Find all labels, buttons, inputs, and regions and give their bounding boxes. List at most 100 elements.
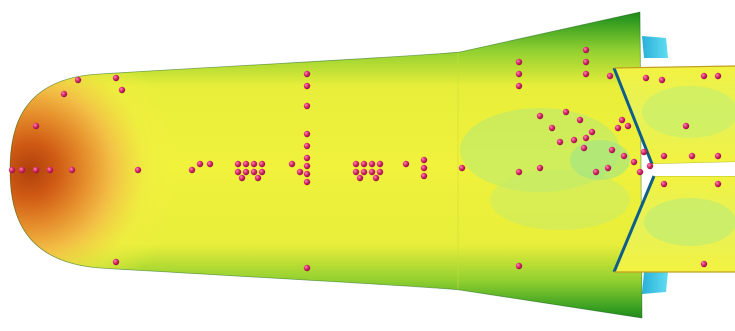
sensor-marker xyxy=(660,152,668,160)
sensor-marker xyxy=(68,166,76,174)
sensor-marker xyxy=(303,170,311,178)
sensor-marker xyxy=(376,168,384,176)
sensor-marker xyxy=(624,122,632,130)
sensor-marker xyxy=(614,124,622,132)
sensor-marker xyxy=(420,172,428,180)
sensor-marker xyxy=(588,128,596,136)
sensor-marker xyxy=(242,168,250,176)
sensor-marker xyxy=(658,76,666,84)
sensor-marker xyxy=(303,264,311,272)
sensor-marker xyxy=(112,74,120,82)
sensor-marker xyxy=(630,158,638,166)
sensor-marker xyxy=(118,86,126,94)
sensor-marker xyxy=(714,152,722,160)
sensor-marker xyxy=(352,168,360,176)
upper-flap xyxy=(612,65,735,165)
sensor-marker xyxy=(303,130,311,138)
sensor-marker xyxy=(303,142,311,150)
sensor-marker xyxy=(618,116,626,124)
sensor-marker xyxy=(134,166,142,174)
sensor-marker xyxy=(700,72,708,80)
sensor-marker xyxy=(368,160,376,168)
sensor-marker xyxy=(112,258,120,266)
sensor-marker xyxy=(582,134,590,142)
sensor-marker xyxy=(608,146,616,154)
sensor-marker xyxy=(458,164,466,172)
sensor-marker xyxy=(420,156,428,164)
sensor-marker xyxy=(592,168,600,176)
sensor-marker xyxy=(376,160,384,168)
sensor-marker xyxy=(303,82,311,90)
sensor-marker xyxy=(515,168,523,176)
sensor-marker xyxy=(250,168,258,176)
sensor-marker xyxy=(604,164,612,172)
sensor-marker xyxy=(402,160,410,168)
sensor-marker xyxy=(206,160,214,168)
sensor-marker xyxy=(640,148,648,156)
sensor-marker xyxy=(660,180,668,188)
sensor-marker xyxy=(296,168,304,176)
sensor-marker xyxy=(582,58,590,66)
sensor-marker xyxy=(303,178,311,186)
sensor-marker xyxy=(515,70,523,78)
sensor-marker xyxy=(515,262,523,270)
sensor-marker xyxy=(642,74,650,82)
sensor-marker xyxy=(536,164,544,172)
sensor-marker xyxy=(360,160,368,168)
sensor-marker xyxy=(420,164,428,172)
sensor-marker xyxy=(606,72,614,80)
sensor-marker xyxy=(360,168,368,176)
sensor-marker xyxy=(582,70,590,78)
sensor-marker xyxy=(303,154,311,162)
sensor-marker xyxy=(74,76,82,84)
sensor-marker xyxy=(46,166,54,174)
sensor-marker xyxy=(714,180,722,188)
sensor-marker xyxy=(196,160,204,168)
sensor-marker xyxy=(700,260,708,268)
sensor-marker xyxy=(254,174,262,182)
sensor-marker xyxy=(580,144,588,152)
sensor-marker xyxy=(515,82,523,90)
sensor-marker xyxy=(636,168,644,176)
sensor-marker xyxy=(242,160,250,168)
sensor-marker xyxy=(582,46,590,54)
sensor-marker xyxy=(372,174,380,182)
sensor-marker xyxy=(368,168,376,176)
side-tab-bottom xyxy=(642,272,668,294)
sensor-marker xyxy=(556,138,564,146)
sensor-marker xyxy=(238,174,246,182)
sensor-marker xyxy=(570,136,578,144)
sensor-marker xyxy=(356,174,364,182)
sensor-marker xyxy=(714,72,722,80)
sensor-marker xyxy=(536,112,544,120)
sensor-marker xyxy=(258,168,266,176)
sensor-marker xyxy=(303,70,311,78)
sensor-marker xyxy=(8,166,16,174)
sensor-marker xyxy=(548,124,556,132)
sensor-marker xyxy=(620,152,628,160)
sensor-markers xyxy=(8,46,722,272)
sensor-marker xyxy=(188,166,196,174)
sensor-marker xyxy=(258,160,266,168)
sensor-marker xyxy=(515,58,523,66)
sensor-marker xyxy=(562,108,570,116)
sensor-marker xyxy=(250,160,258,168)
sensor-marker xyxy=(234,160,242,168)
sensor-marker xyxy=(288,160,296,168)
sensor-marker xyxy=(688,152,696,160)
side-tab-top xyxy=(642,36,668,58)
sensor-marker xyxy=(32,122,40,130)
sensor-marker xyxy=(18,166,26,174)
sensor-marker xyxy=(352,160,360,168)
sensor-marker xyxy=(303,102,311,110)
sensor-marker xyxy=(682,122,690,130)
sensor-marker xyxy=(576,116,584,124)
lower-flap xyxy=(612,175,735,273)
sensor-marker xyxy=(303,162,311,170)
sensor-marker xyxy=(646,162,654,170)
sensor-marker xyxy=(234,168,242,176)
sensor-marker xyxy=(32,166,40,174)
